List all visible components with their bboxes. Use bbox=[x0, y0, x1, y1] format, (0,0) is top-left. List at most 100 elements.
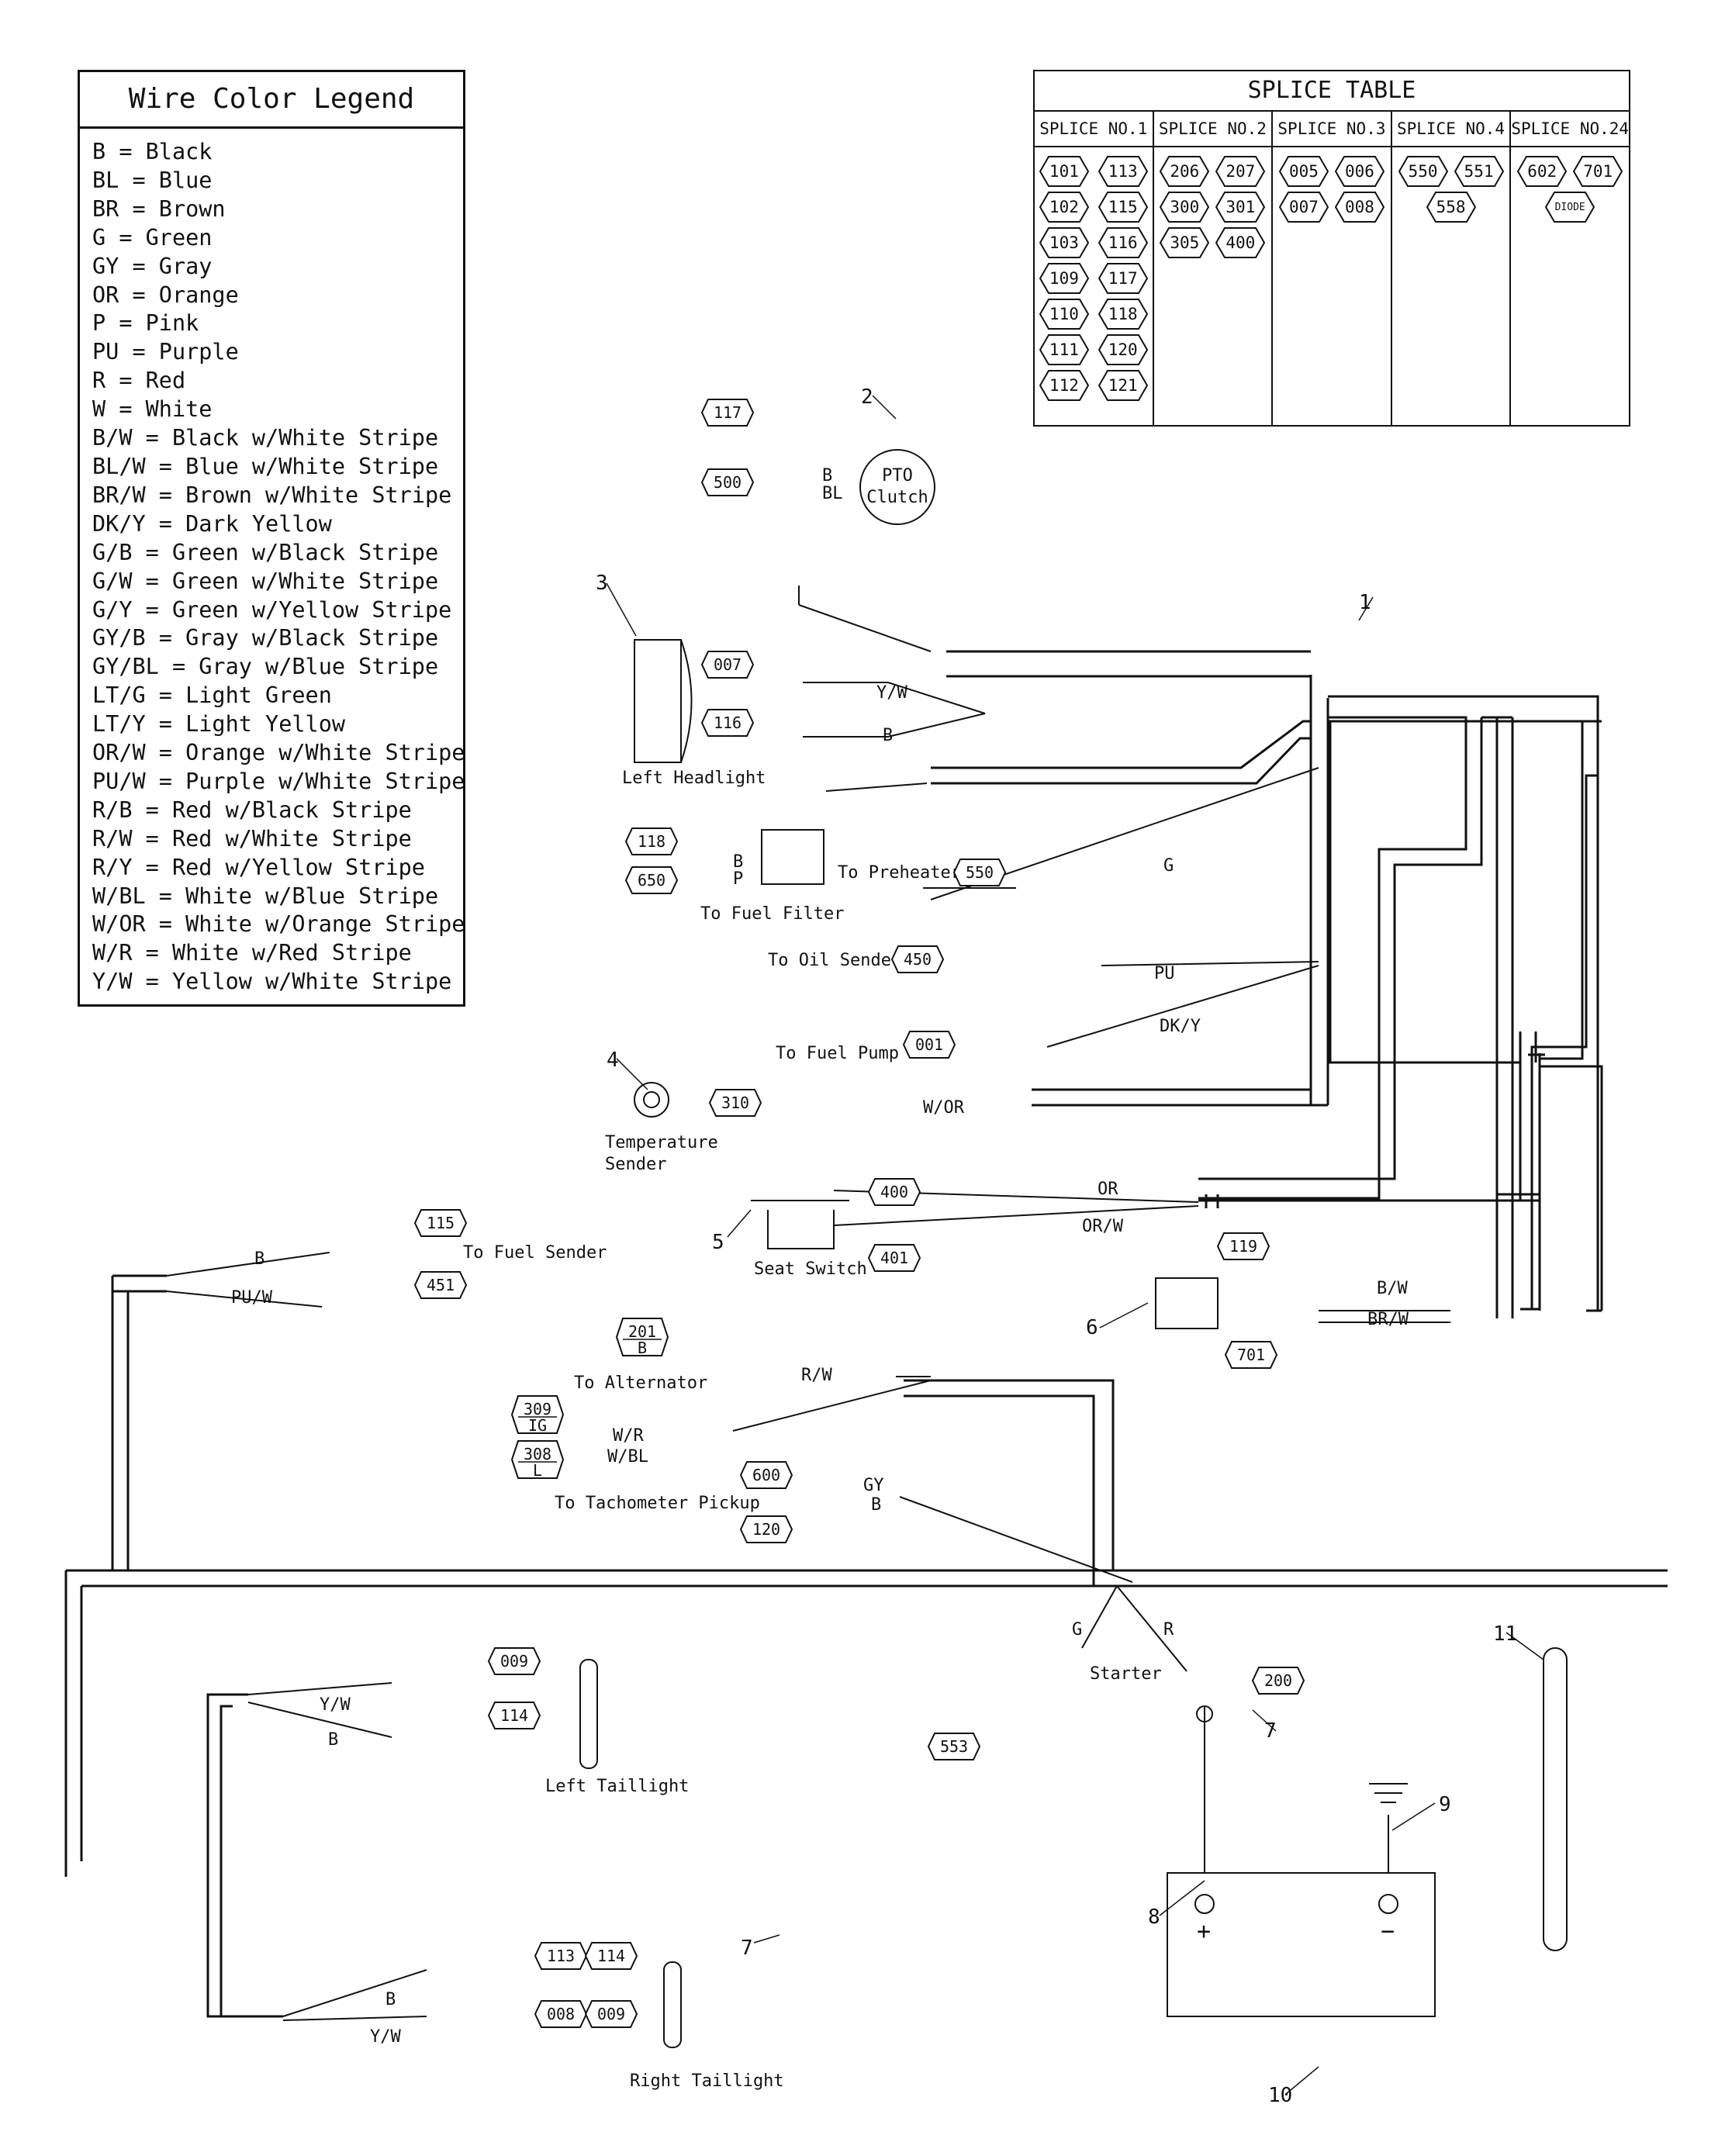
components bbox=[579, 449, 1568, 2048]
legend-item: BR/W = Brown w/White Stripe bbox=[92, 482, 452, 508]
legend-item: PU = Purple bbox=[92, 339, 239, 365]
terminal-tag: 114 bbox=[487, 1702, 541, 1729]
terminal-number: 115 bbox=[427, 1214, 455, 1232]
terminal-number: 009 bbox=[500, 1652, 528, 1671]
wl-seat-or: OR bbox=[1098, 1180, 1118, 1199]
splice-column-header: SPLICE NO.2 bbox=[1153, 112, 1272, 147]
wl-lt-yw: Y/W bbox=[320, 1695, 351, 1715]
legend-item: G/B = Green w/Black Stripe bbox=[92, 539, 439, 565]
terminal-tag: 701 bbox=[1224, 1341, 1278, 1369]
terminal-tag: 120 bbox=[739, 1515, 793, 1543]
terminal-tag: 553 bbox=[927, 1733, 981, 1760]
component-labels: PTO Clutch Left Headlight To Fuel Filter… bbox=[463, 466, 1162, 2091]
legend-item: W/BL = White w/Blue Stripe bbox=[92, 883, 439, 909]
legend-item: GY = Gray bbox=[92, 253, 213, 279]
terminal-sub-label: L bbox=[533, 1461, 542, 1480]
terminal-tag: 401 bbox=[867, 1244, 921, 1272]
terminal-number: 116 bbox=[714, 713, 742, 732]
terminal-tag: 200 bbox=[1251, 1667, 1305, 1695]
legend-item: LT/G = Light Green bbox=[92, 682, 332, 709]
left-taillight-symbol bbox=[579, 1659, 598, 1769]
legend-item: R = Red bbox=[92, 368, 186, 394]
seat-switch-label: Seat Switch bbox=[754, 1259, 867, 1279]
temp-sender-label-1: Temperature bbox=[605, 1133, 718, 1152]
fuel-sender-label: To Fuel Sender bbox=[463, 1243, 607, 1263]
terminal-number: 500 bbox=[714, 473, 742, 492]
splice-terminal-number: 118 bbox=[1108, 305, 1138, 323]
callout-7a: 7 bbox=[1264, 1719, 1277, 1743]
ground-strap-11 bbox=[1543, 1647, 1568, 1951]
splice-terminal-number: 006 bbox=[1344, 162, 1374, 181]
splice-terminal-number: 102 bbox=[1049, 198, 1079, 216]
right-taillight-symbol bbox=[663, 1961, 682, 2048]
splice-terminal-number: 550 bbox=[1408, 162, 1438, 181]
splice-terminal-tag: 305 bbox=[1160, 227, 1210, 258]
splice-terminal-number: 602 bbox=[1527, 162, 1557, 181]
right-taillight-label: Right Taillight bbox=[630, 2071, 784, 2091]
legend-item: GY/B = Gray w/Black Stripe bbox=[92, 625, 439, 651]
splice-terminal-number: 111 bbox=[1049, 340, 1079, 359]
wl-hl-b: B bbox=[883, 726, 893, 745]
terminal-tag: 009 bbox=[584, 2000, 638, 2028]
wl-hl-yw: Y/W bbox=[876, 683, 907, 703]
callout-6: 6 bbox=[1086, 1316, 1098, 1339]
wl-tach-b: B bbox=[871, 1495, 881, 1515]
terminal-number: 451 bbox=[427, 1276, 455, 1294]
wires bbox=[166, 586, 1450, 2021]
terminal-tag: 001 bbox=[902, 1031, 956, 1059]
splice-terminal-tag: 006 bbox=[1334, 156, 1384, 187]
splice-terminal-number: 103 bbox=[1049, 233, 1079, 252]
pto-label-1: PTO bbox=[882, 466, 913, 485]
splice-terminal-number: 005 bbox=[1288, 162, 1319, 181]
alternator-label: To Alternator bbox=[574, 1373, 707, 1393]
splice-terminal-tag: 207 bbox=[1215, 156, 1266, 187]
splice-terminal-tag: 007 bbox=[1278, 192, 1329, 223]
terminal-number: 008 bbox=[547, 2005, 575, 2023]
legend-item: G/W = Green w/White Stripe bbox=[92, 568, 439, 594]
splice-terminal-number: 207 bbox=[1225, 162, 1256, 181]
terminal-tag: 500 bbox=[700, 468, 755, 496]
terminal-tag: 550 bbox=[952, 859, 1007, 886]
wl-seat-orw: OR/W bbox=[1082, 1217, 1124, 1236]
terminal-tag: 009 bbox=[487, 1647, 541, 1675]
legend-item: P = Pink bbox=[92, 310, 199, 337]
splice-terminal-tag: 121 bbox=[1098, 370, 1148, 401]
terminal-tag: 450 bbox=[890, 945, 945, 973]
terminal-number: 309 bbox=[524, 1400, 551, 1418]
terminal-number: 117 bbox=[714, 403, 742, 422]
starter-ring bbox=[1196, 1705, 1213, 1722]
terminal-tag: 118 bbox=[624, 828, 679, 855]
terminal-tag: 600 bbox=[739, 1461, 793, 1489]
component-6-body bbox=[1155, 1277, 1219, 1329]
battery-symbol bbox=[1167, 1872, 1436, 2017]
temp-sender-label-2: Sender bbox=[605, 1155, 666, 1174]
legend-item: W/OR = White w/Orange Stripe bbox=[92, 911, 465, 938]
legend-item: W = White bbox=[92, 396, 213, 423]
terminal-sub-label: IG bbox=[528, 1416, 547, 1435]
wl-fp-dky: DK/Y bbox=[1160, 1017, 1201, 1036]
legend-item: G/Y = Green w/Yellow Stripe bbox=[92, 596, 452, 623]
left-taillight-label: Left Taillight bbox=[545, 1777, 689, 1796]
splice-terminal-tag: 103 bbox=[1039, 227, 1089, 258]
wl-pto-bl: BL bbox=[822, 484, 843, 503]
legend-title: Wire Color Legend bbox=[80, 72, 463, 129]
terminal-number: 114 bbox=[500, 1706, 528, 1725]
legend-item: W/R = White w/Red Stripe bbox=[92, 940, 412, 966]
terminal-tag: 650 bbox=[624, 866, 679, 894]
legend-item: LT/Y = Light Yellow bbox=[92, 711, 346, 738]
splice-column-header: SPLICE NO.4 bbox=[1391, 112, 1510, 147]
splice-table-title: SPLICE TABLE bbox=[1035, 71, 1629, 112]
splice-terminal-tag: 005 bbox=[1278, 156, 1329, 187]
terminal-number: 550 bbox=[966, 863, 994, 882]
splice-terminal-tag: 112 bbox=[1039, 370, 1089, 401]
splice-terminal-tag: 117 bbox=[1098, 263, 1148, 294]
wl-oil-pu: PU bbox=[1154, 964, 1175, 983]
wl-rt-yw: Y/W bbox=[370, 2027, 401, 2047]
splice-terminal-tag: 118 bbox=[1098, 299, 1148, 330]
pto-clutch-symbol bbox=[859, 449, 935, 525]
